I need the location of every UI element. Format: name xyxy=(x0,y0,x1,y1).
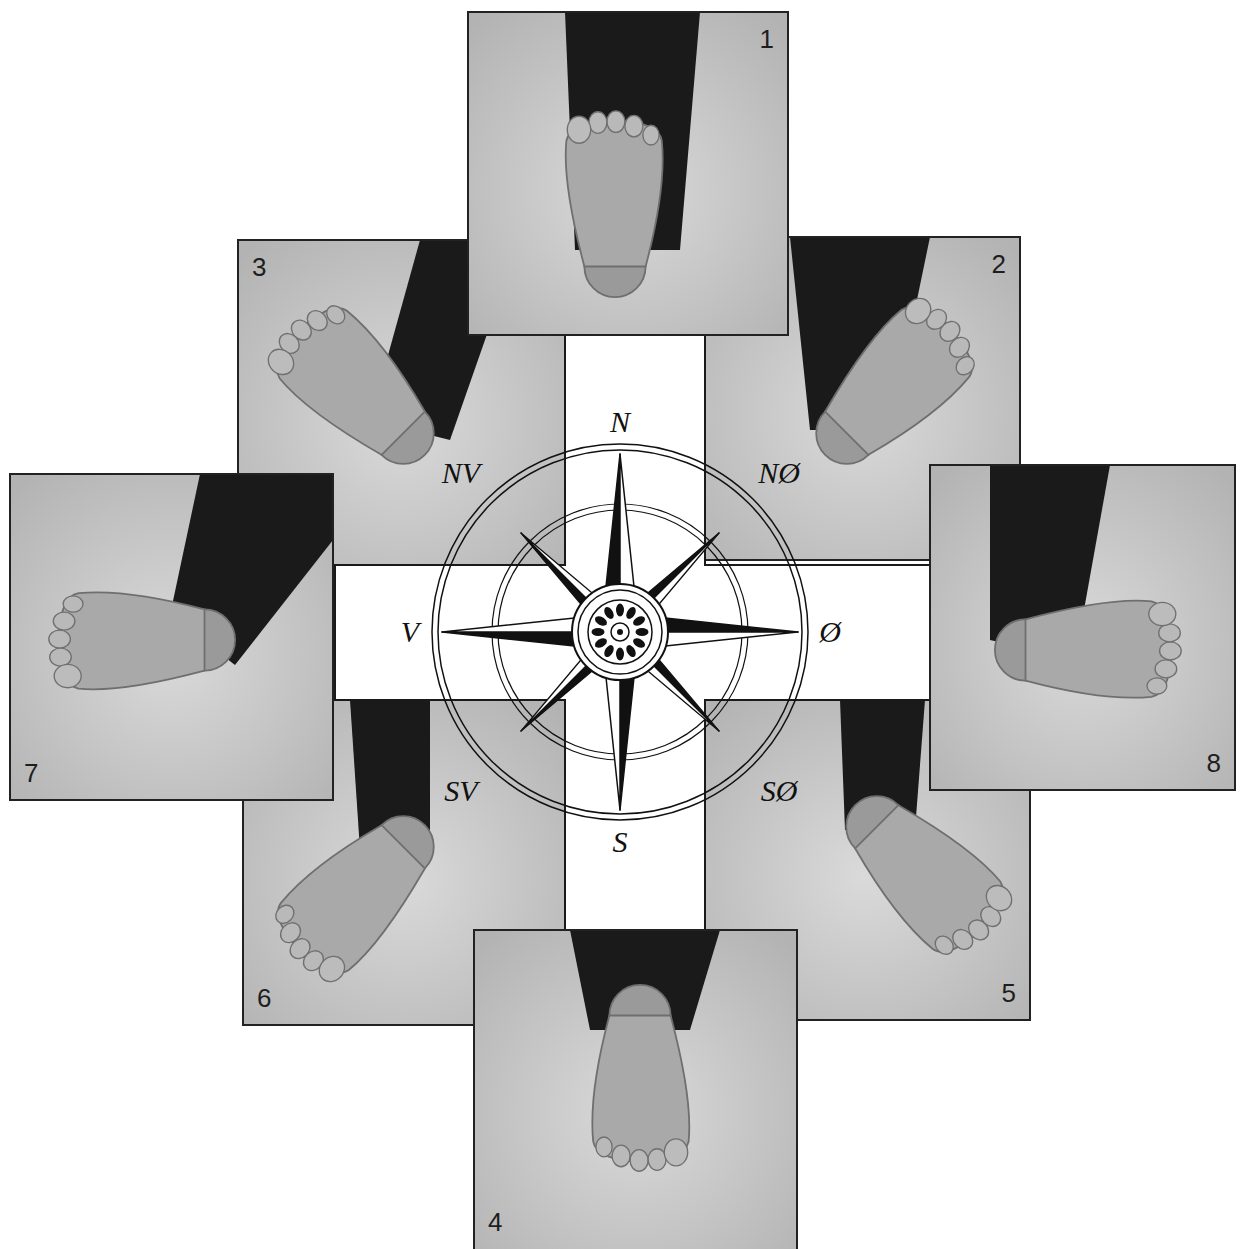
panel-number: 6 xyxy=(257,985,271,1011)
photo-panel: 6 xyxy=(243,700,565,1025)
cross-band xyxy=(335,335,930,930)
photo-panel: 2 xyxy=(700,237,1020,560)
panel-number: 7 xyxy=(24,760,38,786)
photo-panel: 7 xyxy=(10,474,333,800)
photo-panel: 8 xyxy=(930,465,1235,790)
photo-panel: 5 xyxy=(700,700,1030,1020)
compass-direction: S xyxy=(613,827,628,857)
photo-panel: 4 xyxy=(474,930,797,1249)
compass-direction: SV xyxy=(444,776,477,806)
panel-number: 1 xyxy=(760,26,774,52)
compass-direction: NV xyxy=(442,458,480,488)
foot-photo xyxy=(930,465,1235,790)
foot-photo xyxy=(468,12,788,335)
foot-photo xyxy=(10,474,333,800)
panel-number: 8 xyxy=(1207,750,1221,776)
compass-direction: V xyxy=(401,617,419,647)
panel-number: 4 xyxy=(488,1209,502,1235)
photo-panel: 1 xyxy=(468,12,788,335)
compass-rose xyxy=(432,444,808,820)
photo-panel: 3 xyxy=(238,240,565,570)
panel-number: 3 xyxy=(252,254,266,280)
compass-direction: Ø xyxy=(819,617,841,647)
foot-photo xyxy=(474,930,797,1249)
compass-direction: N xyxy=(610,407,630,437)
panel-number: 5 xyxy=(1002,980,1016,1006)
compass-direction: SØ xyxy=(761,776,798,806)
panel-number: 2 xyxy=(992,251,1006,277)
compass-direction: NØ xyxy=(758,458,800,488)
